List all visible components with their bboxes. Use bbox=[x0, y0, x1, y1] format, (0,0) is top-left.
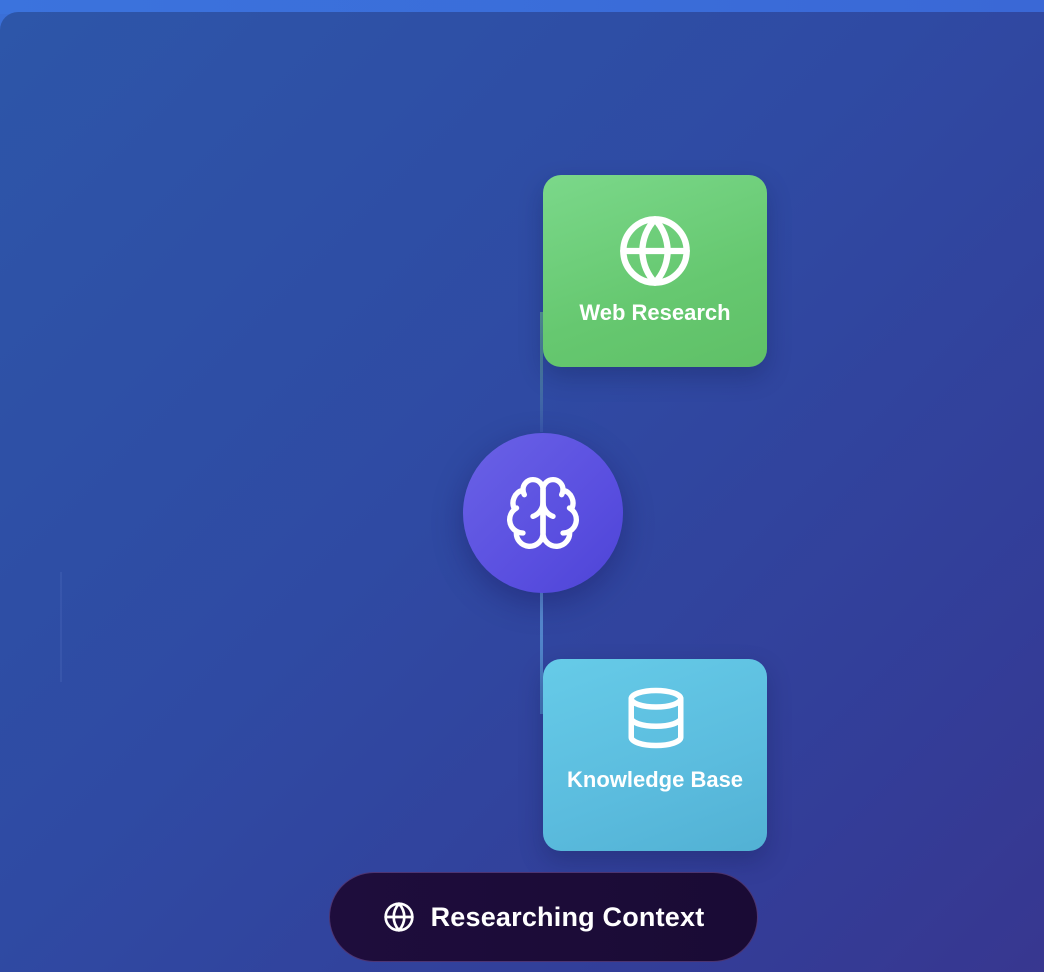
status-indicator: Researching Context bbox=[329, 872, 758, 962]
database-icon bbox=[628, 687, 684, 749]
brain-icon bbox=[507, 477, 579, 549]
globe-icon bbox=[383, 902, 414, 932]
status-label: Researching Context bbox=[430, 901, 705, 932]
node-label: Knowledge Base bbox=[567, 767, 744, 792]
diagram-canvas: Web Research Knowledge Base R bbox=[0, 12, 1044, 972]
node-label: Web Research bbox=[579, 300, 731, 325]
globe-icon bbox=[620, 216, 690, 286]
node-web-research[interactable]: Web Research bbox=[543, 175, 767, 367]
node-knowledge-base[interactable]: Knowledge Base bbox=[543, 659, 767, 851]
top-accent-strip bbox=[0, 0, 1044, 14]
hub-node[interactable] bbox=[463, 433, 623, 593]
faint-divider bbox=[60, 572, 62, 682]
connector-hub-web bbox=[540, 312, 543, 432]
connector-hub-kb bbox=[540, 568, 543, 714]
